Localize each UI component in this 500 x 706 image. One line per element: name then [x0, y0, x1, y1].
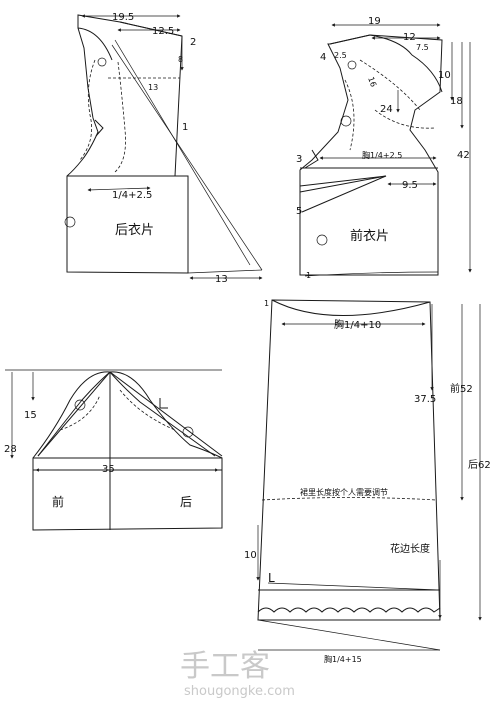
- back-dim-neck-depth: 8: [178, 55, 183, 64]
- skirt-lining-line: [261, 497, 437, 501]
- back-chest-arrow: [87, 186, 151, 192]
- front-neck-dashed: [359, 59, 421, 111]
- front-dart-1: [304, 149, 319, 169]
- skirt-dim-chest-top: 胸1/4+10: [334, 318, 381, 331]
- back-dim-chest: 1/4+2.5: [112, 190, 152, 201]
- sleeve-mark-circle-right: [182, 426, 194, 438]
- back-armhole-dashed: [114, 61, 126, 173]
- front-dim-18: 18: [450, 96, 463, 107]
- sleeve-dim-28: 28: [4, 444, 17, 455]
- front-hem-curve: [304, 271, 439, 277]
- front-armhole-dashed: [374, 109, 436, 129]
- sleeve-mark-circle-left: [74, 399, 86, 411]
- back-mark-circle-top: [97, 57, 107, 67]
- back-neck-curve: [77, 27, 113, 61]
- front-neck-curve: [369, 34, 443, 93]
- skirt-dim-front52: 前52: [450, 382, 473, 395]
- front-dim-24: 24: [380, 104, 393, 115]
- front-side-dashed: [344, 79, 355, 151]
- back-dim-width: 19.5: [112, 12, 134, 23]
- front-dim-12: 12: [403, 32, 416, 43]
- back-hem-extension: [187, 269, 263, 274]
- front-dim-3: 3: [296, 154, 302, 165]
- front-dim-width: 19: [368, 16, 381, 27]
- sleeve-diag-right: [109, 371, 223, 457]
- front-dim-42: 42: [457, 150, 470, 161]
- front-dim-10: 10: [438, 70, 451, 81]
- front-dim-75: 7.5: [416, 43, 429, 52]
- watermark: 手工客 shougongke.com: [180, 649, 295, 699]
- front-dim-chest: 胸1/4+2.5: [362, 150, 402, 160]
- front-bodice: 19 12 7.5 2.5 4 16 10 18 24 42 胸1/4+2.5 …: [296, 16, 472, 280]
- back-bodice-outline: [66, 14, 189, 274]
- sleeve-dash-left: [59, 394, 101, 431]
- skirt-note-lining: 裙里长度按个人需要调节: [300, 487, 388, 497]
- watermark-url: shougongke.com: [184, 684, 295, 699]
- sleeve-diag-left: [37, 371, 111, 457]
- back-dim-armhole: 13: [148, 83, 158, 92]
- front-dim-1: 1: [306, 271, 311, 280]
- sleeve-dash-right: [119, 389, 176, 431]
- back-diagonal-line-1: [111, 44, 263, 271]
- front-dim-5: 5: [296, 206, 302, 217]
- skirt-lace-wave: [257, 607, 441, 613]
- skirt-outline: [257, 299, 441, 621]
- watermark-cn: 手工客: [180, 649, 270, 684]
- back-dim-shoulder-drop: 2: [190, 37, 196, 48]
- sleeve: 15 28 35 前 后: [4, 369, 223, 531]
- front-dim-16: 16: [366, 76, 378, 89]
- sleeve-body: [32, 457, 223, 531]
- skirt-dim-back62: 后62: [468, 459, 491, 471]
- sleeve-dim-35: 35: [102, 464, 115, 475]
- skirt-dim-375: 37.5: [414, 394, 436, 405]
- back-mark-circle-side: [64, 216, 76, 228]
- skirt-mark-l: L: [268, 571, 275, 585]
- skirt-dim-chest-bottom: 胸1/4+15: [324, 654, 362, 664]
- back-curve-dashed: [79, 59, 96, 161]
- sleeve-dim-15: 15: [24, 410, 37, 421]
- sleeve-label-back: 后: [180, 495, 192, 509]
- front-dim-4: 4: [320, 52, 326, 63]
- back-dim-neck: 12.5: [152, 26, 174, 37]
- back-title: 后衣片: [115, 222, 154, 238]
- front-dim-25: 2.5: [334, 51, 347, 60]
- skirt-l-corner: [267, 582, 441, 591]
- skirt: 1 胸1/4+10 37.5 前52 后62 裙里长度按个人需要调节 10 L …: [244, 299, 491, 664]
- skirt-top-curve: [271, 299, 431, 316]
- front-shoulder-line: [329, 34, 371, 45]
- front-mark-circle-mid: [340, 115, 352, 127]
- back-dim-hem: 13: [215, 274, 228, 285]
- back-bodice: 19.5 12.5 2 8 13 1 1/4+2.5 后衣片 13: [64, 12, 263, 285]
- back-dart: [94, 119, 104, 137]
- front-mark-circle-low: [316, 234, 328, 246]
- sleeve-cap-curve: [32, 371, 223, 459]
- skirt-dim-1: 1: [264, 299, 269, 308]
- skirt-label-lace: 花边长度: [390, 542, 430, 555]
- front-dart-3: [299, 175, 387, 193]
- sleeve-notch: [159, 398, 168, 409]
- skirt-dim-10: 10: [244, 550, 257, 561]
- skirt-bottom-diag: [257, 619, 441, 651]
- front-title: 前衣片: [350, 228, 389, 244]
- back-label-line: 1: [182, 122, 188, 133]
- sleeve-label-front: 前: [52, 494, 64, 509]
- front-dim-95: 9.5: [402, 180, 418, 191]
- front-mark-circle-top: [347, 60, 357, 70]
- front-dart-2: [299, 175, 387, 213]
- back-diagonal-line-2: [114, 39, 251, 266]
